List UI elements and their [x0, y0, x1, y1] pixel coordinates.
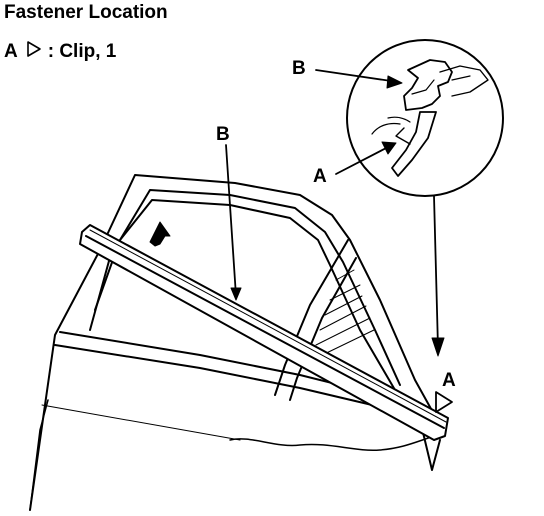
clip-location-triangle [435, 391, 453, 413]
beltline-lower-2 [54, 344, 386, 409]
callout-a-inset: A [313, 166, 327, 187]
legend-description: : Clip, 1 [47, 41, 117, 62]
hollow-triangle-icon [26, 40, 42, 64]
leader-a-inset [335, 144, 393, 175]
leader-b-main [225, 144, 237, 297]
door-rear-edge [419, 419, 441, 471]
callout-a-main: A [442, 370, 456, 391]
weatherstrip-b-ridge-2 [89, 229, 447, 423]
callout-b-inset: B [292, 58, 306, 79]
door-skin-feature [229, 435, 436, 452]
leader-b-inset [315, 69, 399, 83]
detail-clip [371, 111, 437, 177]
door-skin-lower [29, 399, 49, 511]
legend-clip: A : Clip, 1 [4, 40, 116, 64]
door-skin-feature-2 [41, 404, 241, 441]
diagram-title: Fastener Location [4, 2, 168, 23]
window-glass-outline [89, 199, 396, 391]
legend-letter: A [4, 41, 18, 62]
detail-circle [346, 39, 504, 197]
division-channel [274, 239, 349, 396]
callout-b-main: B [216, 124, 230, 145]
weatherstrip-b-ridge [85, 235, 445, 429]
detail-pointer [433, 195, 439, 349]
detail-molding-crosssection [403, 59, 489, 111]
up-arrow-icon [149, 221, 171, 247]
quarter-glass-hatching [311, 269, 375, 361]
door-frame-outline [29, 174, 441, 511]
